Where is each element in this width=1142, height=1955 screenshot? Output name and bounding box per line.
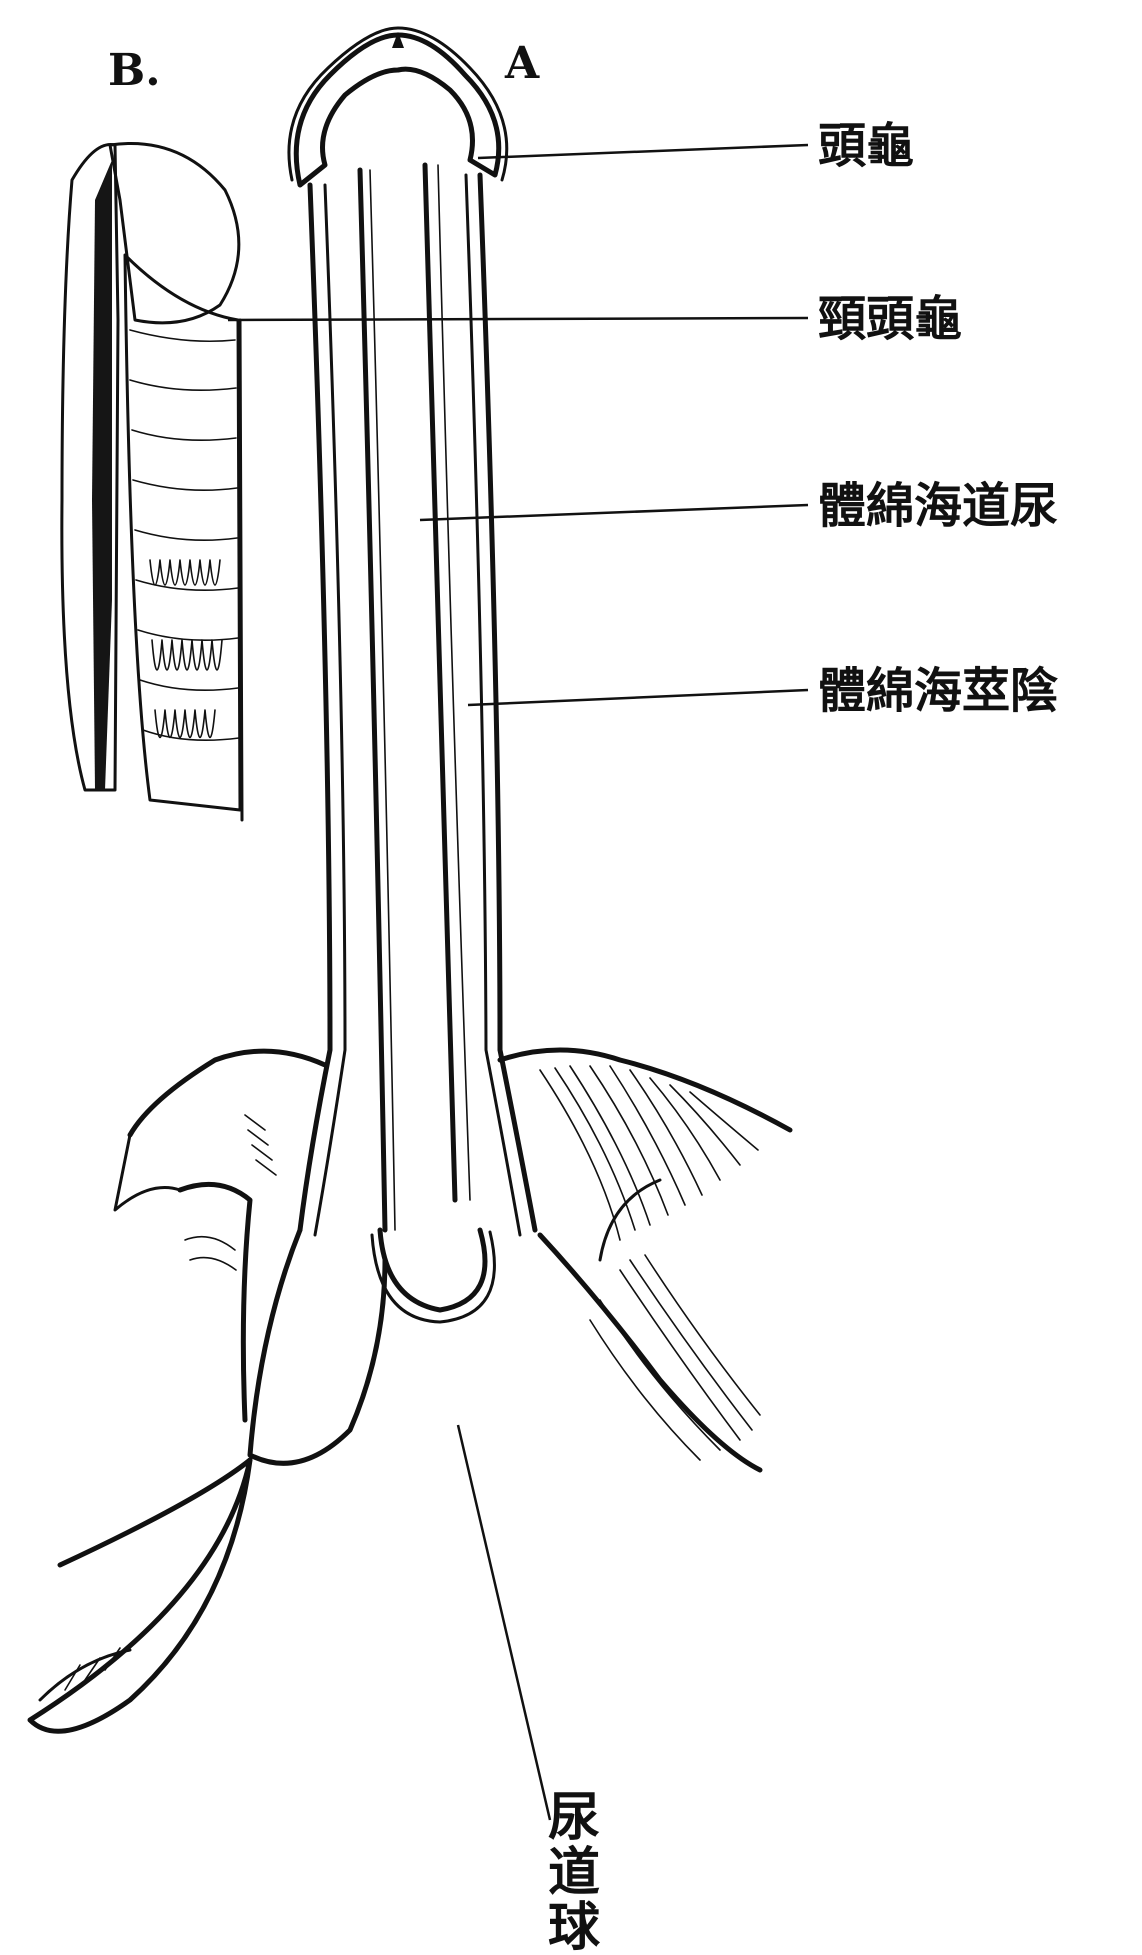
figure-b-letter: B.: [108, 45, 161, 96]
label-glans: 頭龜: [818, 118, 914, 174]
leader-lines: [228, 145, 808, 1820]
figure-a-organ: [30, 28, 790, 1731]
label-urethral-bulb-char: 尿: [548, 1787, 600, 1848]
label-urethral-bulb: 尿 道 球: [548, 1787, 601, 1955]
label-urethral-bulb-char: 道: [548, 1842, 600, 1903]
label-corpus-spongiosum-urethrae: 體綿海道尿: [818, 478, 1058, 534]
label-glans-neck: 頸頭龜: [818, 291, 962, 347]
figure-b-section: [62, 143, 242, 820]
label-corpus-cavernosum-penis: 體綿海莖陰: [818, 663, 1058, 719]
label-urethral-bulb-char: 球: [548, 1897, 601, 1955]
figure-a-letter: A: [504, 38, 540, 89]
